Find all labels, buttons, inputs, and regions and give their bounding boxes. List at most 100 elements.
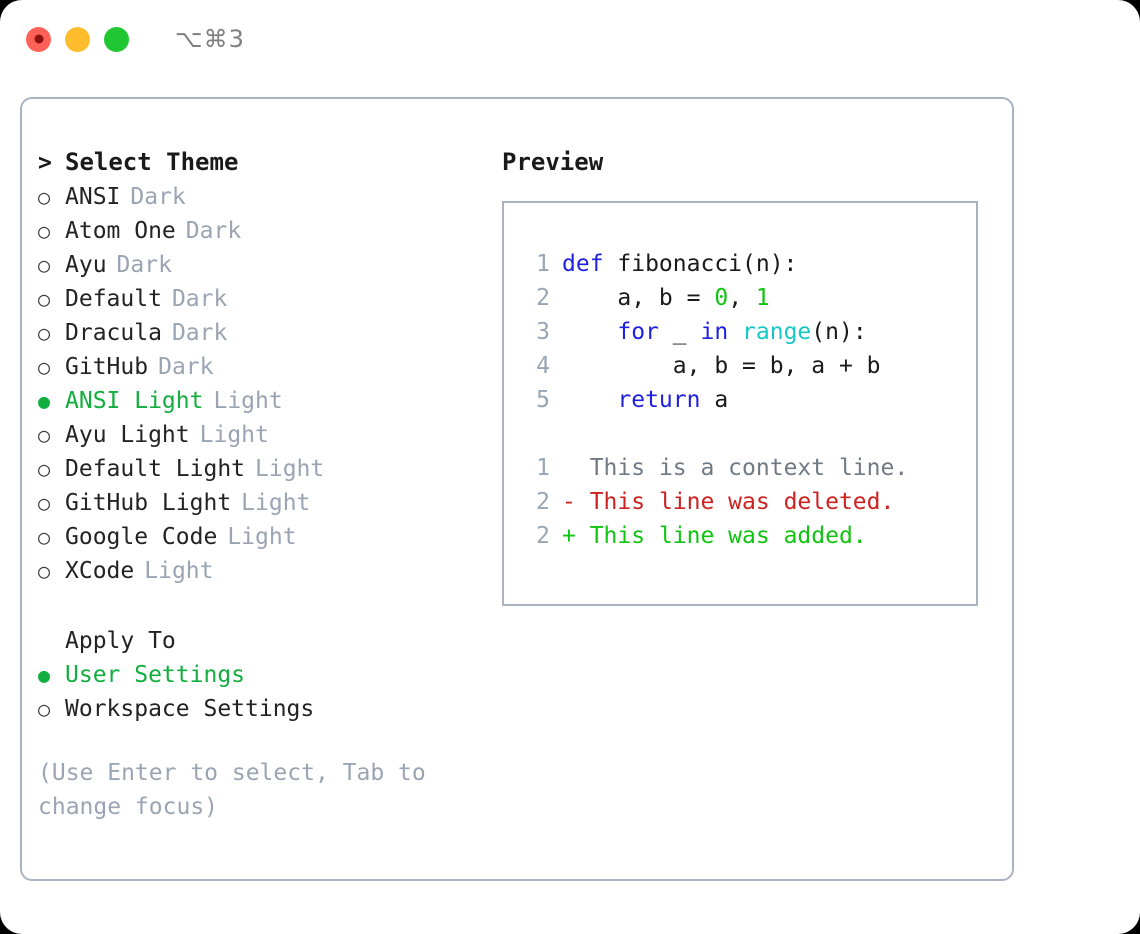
theme-option-label: Default Light [65, 456, 246, 482]
diff-line-sign: - [562, 489, 576, 515]
diff-line-number: 2 [536, 523, 550, 549]
preview-column: Preview 1 def fibonacci(n): 2 a, b = 0, … [502, 145, 1002, 606]
code-token-number: 0 [714, 285, 729, 311]
diff-line-number: 1 [536, 455, 550, 481]
radio-unselected-icon[interactable]: ○ [38, 423, 51, 447]
radio-unselected-icon[interactable]: ○ [38, 321, 51, 345]
main-panel: > Select Theme ○ ANSI Dark ○ Atom One Da… [20, 97, 1014, 881]
code-line-number: 1 [536, 251, 550, 277]
theme-option-label: Ayu Light [65, 422, 190, 448]
radio-unselected-icon[interactable]: ○ [38, 525, 51, 549]
keyboard-hint-text: (Use Enter to select, Tab to change focu… [38, 760, 426, 820]
code-line: 5 return a [522, 383, 976, 417]
radio-unselected-icon[interactable]: ○ [38, 457, 51, 481]
code-line-number: 3 [536, 319, 550, 345]
keyboard-shortcut-label: ⌥⌘3 [175, 25, 245, 53]
code-token-text: fibonacci(n): [617, 251, 798, 277]
code-token-text: _ [658, 319, 701, 345]
code-token-text: a, b = [562, 285, 715, 311]
theme-option-variant: Dark [171, 286, 228, 312]
theme-option-label: GitHub [65, 354, 149, 380]
traffic-lights [26, 26, 129, 52]
theme-picker-header: > Select Theme [38, 145, 488, 180]
prompt-caret-icon: > [38, 150, 52, 176]
code-line-number: 5 [536, 387, 550, 413]
code-line-content: for _ in range(n): [562, 315, 867, 349]
diff-line-number: 2 [536, 489, 550, 515]
code-line: 2 a, b = 0, 1 [522, 281, 976, 315]
theme-option-label: ANSI [65, 184, 121, 210]
radio-selected-icon[interactable]: ● [38, 663, 51, 687]
theme-option-ayu-light[interactable]: ○ Ayu Light Light [38, 418, 488, 452]
theme-option-google-code[interactable]: ○ Google Code Light [38, 520, 488, 554]
code-token-text: a, b = b, a + b [562, 353, 881, 379]
code-line-content: a, b = 0, 1 [562, 281, 770, 315]
theme-option-label: Default [65, 286, 162, 312]
code-line: 4 a, b = b, a + b [522, 349, 976, 383]
theme-option-variant: Light [144, 558, 214, 584]
diff-line-content: This line was deleted. [575, 489, 895, 515]
diff-line-sign: + [562, 523, 576, 549]
radio-unselected-icon[interactable]: ○ [38, 287, 51, 311]
radio-unselected-icon[interactable]: ○ [38, 491, 51, 515]
code-line: 3 for _ in range(n): [522, 315, 976, 349]
code-token-text: a [700, 387, 729, 413]
apply-to-option-workspace-settings[interactable]: ○ Workspace Settings [38, 692, 488, 726]
code-line-number: 4 [536, 353, 550, 379]
code-token-number: 1 [755, 285, 770, 311]
theme-option-atom-one-dark[interactable]: ○ Atom One Dark [38, 214, 488, 248]
theme-option-default-dark[interactable]: ○ Default Dark [38, 282, 488, 316]
theme-option-dracula-dark[interactable]: ○ Dracula Dark [38, 316, 488, 350]
radio-unselected-icon[interactable]: ○ [38, 253, 51, 277]
radio-selected-icon[interactable]: ● [38, 389, 51, 413]
code-token-text: (n): [811, 319, 867, 345]
theme-option-ayu-dark[interactable]: ○ Ayu Dark [38, 248, 488, 282]
code-token-function: range [742, 319, 812, 345]
radio-unselected-icon[interactable]: ○ [38, 185, 51, 209]
code-token-keyword: return [617, 387, 701, 413]
radio-unselected-icon[interactable]: ○ [38, 697, 51, 721]
theme-option-github-light[interactable]: ○ GitHub Light Light [38, 486, 488, 520]
theme-option-github-dark[interactable]: ○ GitHub Dark [38, 350, 488, 384]
theme-option-ansi-light[interactable]: ● ANSI Light Light [38, 384, 488, 418]
theme-option-label: XCode [65, 558, 135, 584]
theme-option-variant: Light [199, 422, 269, 448]
radio-unselected-icon[interactable]: ○ [38, 219, 51, 243]
theme-option-xcode[interactable]: ○ XCode Light [38, 554, 488, 588]
apply-to-option-user-settings[interactable]: ● User Settings [38, 658, 488, 692]
code-token-text [728, 319, 742, 345]
theme-option-variant: Dark [158, 354, 214, 380]
code-token-text: , [728, 285, 756, 311]
close-window-icon[interactable] [26, 26, 51, 52]
apply-to-option-label: Workspace Settings [65, 696, 315, 722]
radio-unselected-icon[interactable]: ○ [38, 355, 51, 379]
code-token-keyword: def [562, 251, 618, 277]
minimize-window-icon[interactable] [65, 26, 90, 52]
preview-spacer [522, 417, 976, 451]
theme-option-label: ANSI Light [65, 388, 204, 414]
theme-option-variant: Light [241, 490, 311, 516]
theme-option-label: Dracula [65, 320, 162, 346]
theme-option-label: GitHub Light [65, 490, 232, 516]
section-spacer [38, 588, 488, 624]
diff-line-context: 1 This is a context line. [522, 451, 976, 485]
radio-unselected-icon[interactable]: ○ [38, 559, 51, 583]
code-token-text [562, 387, 617, 413]
theme-option-variant: Dark [185, 218, 242, 244]
theme-option-default-light[interactable]: ○ Default Light Light [38, 452, 488, 486]
theme-option-variant: Light [255, 456, 325, 482]
theme-option-label: Google Code [65, 524, 218, 550]
apply-to-option-label: User Settings [65, 662, 246, 688]
preview-title: Preview [502, 148, 604, 176]
code-line: 1 def fibonacci(n): [522, 247, 976, 281]
preview-box: 1 def fibonacci(n): 2 a, b = 0, 1 3 for … [502, 201, 978, 606]
theme-option-ansi-dark[interactable]: ○ ANSI Dark [38, 180, 488, 214]
title-bar: ⌥⌘3 [0, 0, 1140, 78]
theme-option-variant: Dark [130, 184, 186, 210]
code-line-content: a, b = b, a + b [562, 349, 881, 383]
theme-option-label: Ayu [65, 252, 107, 278]
maximize-window-icon[interactable] [104, 26, 129, 52]
code-line-content: return a [562, 383, 728, 417]
code-line-content: def fibonacci(n): [562, 247, 797, 281]
